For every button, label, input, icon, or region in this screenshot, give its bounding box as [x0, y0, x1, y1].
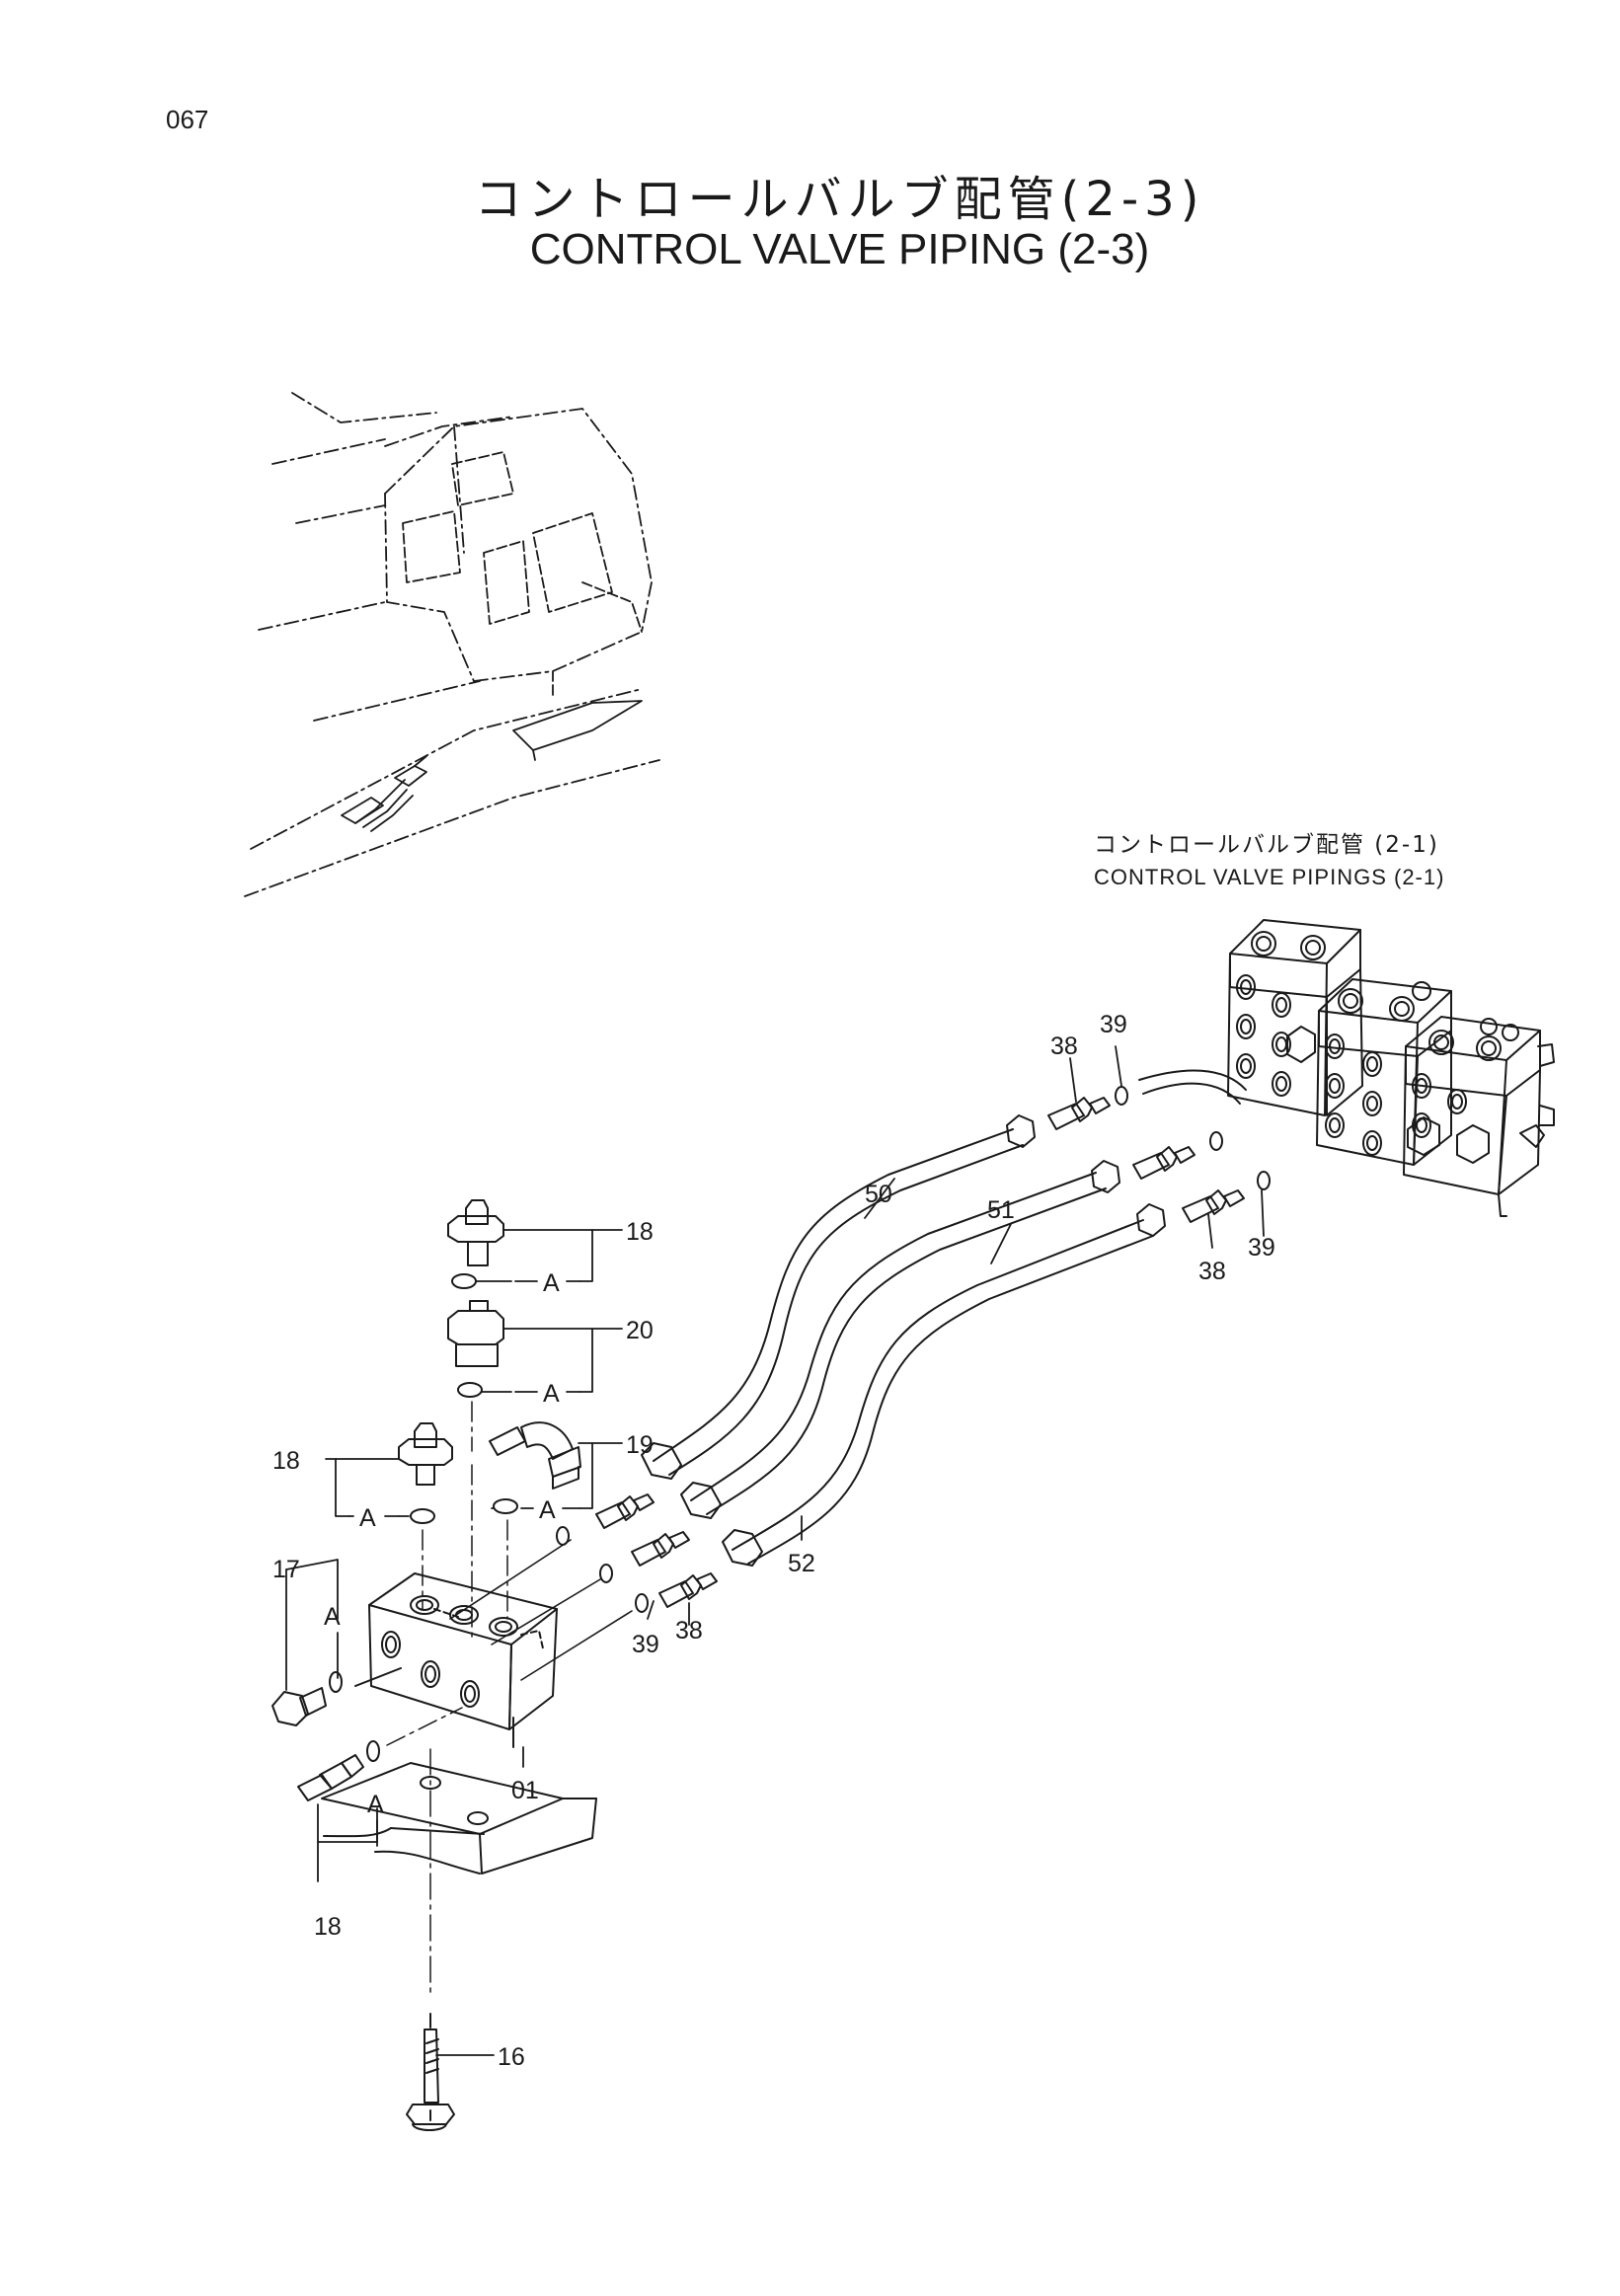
label-16: 16 — [498, 2043, 525, 2071]
section-mark-a: A — [324, 1603, 341, 1631]
label-51: 51 — [987, 1196, 1015, 1224]
label-18-top: 18 — [626, 1218, 654, 1246]
block-side-fittings — [449, 1493, 718, 1681]
section-mark-a: A — [359, 1504, 376, 1532]
machine-location-view — [244, 392, 660, 897]
label-50: 50 — [865, 1181, 892, 1208]
label-18-mid: 18 — [272, 1447, 300, 1475]
section-mark-a: A — [367, 1791, 384, 1818]
label-38-valve-right: 38 — [1198, 1258, 1226, 1285]
label-17: 17 — [272, 1556, 300, 1583]
title-english: CONTROL VALVE PIPING (2-3) — [529, 225, 1150, 273]
label-52: 52 — [788, 1550, 815, 1577]
section-mark-a: A — [543, 1380, 560, 1408]
reference-note-english: CONTROL VALVE PIPINGS (2-1) — [1094, 865, 1445, 889]
label-39-valve-top: 39 — [1100, 1011, 1127, 1038]
valve-side-fittings — [1047, 1086, 1271, 1223]
leader-lines — [285, 1045, 1265, 2056]
label-20: 20 — [626, 1317, 654, 1344]
title-japanese: コントロールバルブ配管(2-3) — [474, 172, 1205, 227]
stacked-fittings — [271, 1199, 581, 2131]
mounting-bracket — [321, 1667, 597, 1875]
section-mark-a: A — [539, 1496, 556, 1524]
label-19: 19 — [626, 1431, 654, 1459]
reference-note-japanese: コントロールバルブ配管 (2-1) — [1094, 832, 1439, 858]
junction-block — [368, 1572, 558, 1748]
page-number: 067 — [166, 105, 209, 134]
part-labels: 18 20 19 18 17 18 16 01 50 51 52 38 39 3… — [272, 1011, 1275, 2071]
label-01: 01 — [511, 1777, 539, 1804]
label-38-valve-top: 38 — [1050, 1033, 1078, 1060]
label-38-block: 38 — [675, 1617, 703, 1645]
control-valve-assembly — [1138, 919, 1555, 1217]
label-18-lower: 18 — [314, 1913, 342, 1941]
hoses — [641, 1114, 1166, 1567]
section-mark-a: A — [543, 1269, 560, 1297]
label-39-block: 39 — [632, 1631, 659, 1658]
section-mark-dashes — [337, 1280, 581, 1847]
label-39-valve-right: 39 — [1248, 1234, 1275, 1262]
